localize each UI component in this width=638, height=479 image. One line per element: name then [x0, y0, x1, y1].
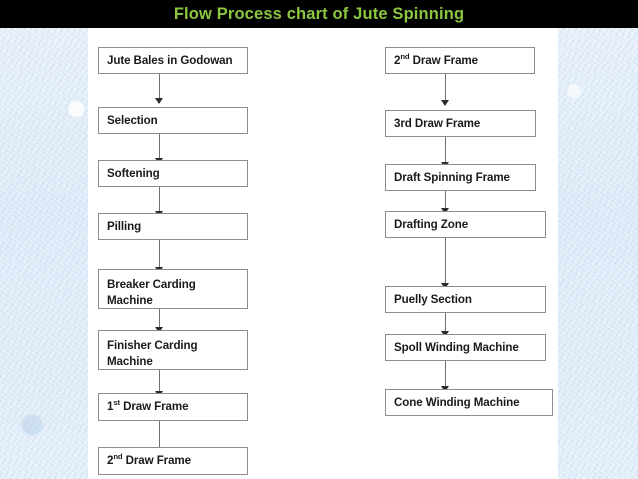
flow-node-puelly-section[interactable]: Puelly Section: [385, 286, 546, 313]
flow-node-cone-winding-machine[interactable]: Cone Winding Machine: [385, 389, 553, 416]
ordinal-number: 1: [107, 400, 114, 413]
flow-node-softening[interactable]: Softening: [98, 160, 248, 187]
connector-line: [445, 238, 447, 285]
flow-node-label: Selection: [107, 113, 158, 127]
ordinal-number: 2: [394, 53, 401, 67]
connector-line: [445, 191, 447, 210]
flow-node-label: Jute Bales in Godowan: [107, 53, 233, 67]
ordinal-number: 2: [107, 454, 114, 467]
connector-line: [445, 313, 447, 333]
flow-node-label: 1st Draw Frame: [107, 398, 189, 415]
flow-node-second-draw-frame-right[interactable]: 2nd Draw Frame: [385, 47, 535, 74]
connector-line: [445, 137, 447, 164]
flow-node-label-rest: Draw Frame: [122, 454, 191, 467]
flow-node-label: 2nd Draw Frame: [394, 51, 478, 69]
flow-node-label: Draft Spinning Frame: [394, 170, 510, 184]
flow-node-label-line2: Machine: [107, 354, 153, 368]
ordinal-suffix: nd: [113, 452, 123, 462]
connector-line: [445, 74, 447, 102]
flow-node-label: 2nd Draw Frame: [107, 453, 191, 469]
flow-node-selection[interactable]: Selection: [98, 107, 248, 134]
flow-node-second-draw-frame-left[interactable]: 2nd Draw Frame: [98, 447, 248, 475]
title-bar: Flow Process chart of Jute Spinning: [0, 0, 638, 28]
connector-line: [159, 134, 161, 160]
ordinal-suffix: nd: [400, 51, 410, 61]
flow-node-label: Finisher Carding Machine: [107, 338, 198, 370]
slide-background: Jute Bales in Godowan Selection Softenin…: [0, 28, 638, 479]
connector-line: [159, 421, 161, 449]
flow-node-third-draw-frame[interactable]: 3rd Draw Frame: [385, 110, 536, 137]
flow-node-label: Pilling: [107, 219, 142, 233]
flow-node-finisher-carding-machine[interactable]: Finisher Carding Machine: [98, 330, 248, 370]
connector-line: [159, 74, 161, 100]
connector-line: [159, 309, 161, 329]
connector-line: [159, 370, 161, 393]
flow-node-label-line1: Breaker Carding: [107, 278, 196, 291]
flow-node-label: Breaker Carding Machine: [107, 277, 196, 309]
connector-arrow-icon: [441, 100, 449, 106]
flow-node-label-line1: Finisher Carding: [107, 339, 198, 352]
page-title: Flow Process chart of Jute Spinning: [173, 4, 465, 23]
flow-node-drafting-zone[interactable]: Drafting Zone: [385, 211, 546, 238]
connector-line: [159, 187, 161, 213]
flow-node-label-line2: Machine: [107, 293, 153, 307]
flow-node-label: Puelly Section: [394, 292, 472, 306]
flow-node-label: Softening: [107, 166, 160, 180]
connector-line: [445, 361, 447, 388]
flow-node-label: 3rd Draw Frame: [394, 116, 481, 130]
flow-node-first-draw-frame[interactable]: 1st Draw Frame: [98, 393, 248, 421]
flow-node-pilling[interactable]: Pilling: [98, 213, 248, 240]
flow-node-label: Cone Winding Machine: [394, 395, 520, 409]
flow-node-breaker-carding-machine[interactable]: Breaker Carding Machine: [98, 269, 248, 309]
connector-arrow-icon: [155, 98, 163, 104]
flow-node-label: Spoll Winding Machine: [394, 340, 519, 354]
flow-node-jute-bales-in-godowan[interactable]: Jute Bales in Godowan: [98, 47, 248, 74]
flow-node-label-rest: Draw Frame: [409, 53, 478, 67]
ordinal-suffix: st: [113, 398, 120, 408]
flow-node-label-rest: Draw Frame: [119, 400, 189, 413]
connector-line: [159, 240, 161, 269]
flow-node-label: Drafting Zone: [394, 217, 469, 231]
flow-node-spoll-winding-machine[interactable]: Spoll Winding Machine: [385, 334, 546, 361]
flow-node-draft-spinning-frame[interactable]: Draft Spinning Frame: [385, 164, 536, 191]
